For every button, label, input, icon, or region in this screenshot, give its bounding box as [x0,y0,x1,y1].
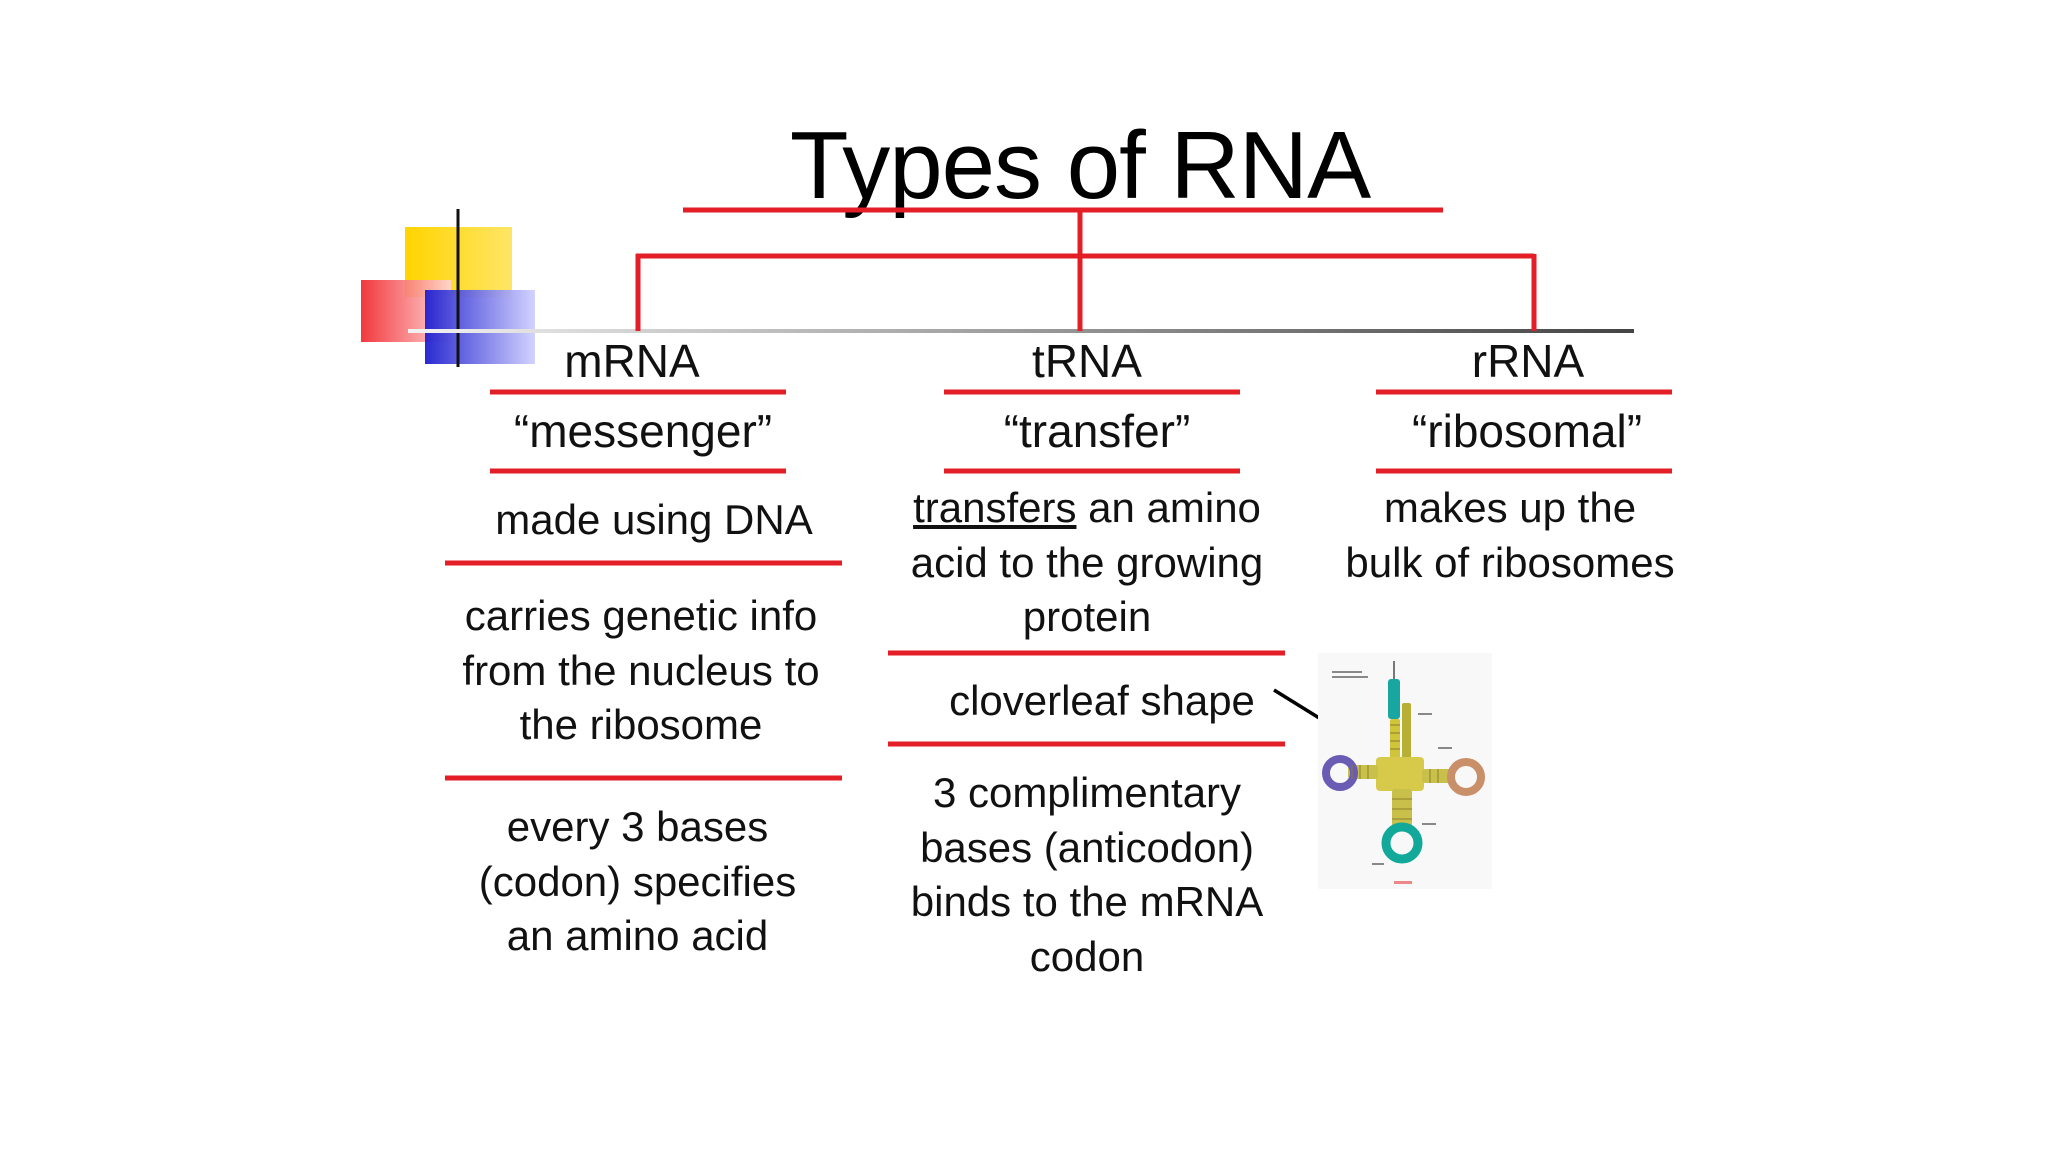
trna-header: tRNA [1032,335,1142,387]
trna-fact-2: cloverleaf shape [949,677,1255,724]
trna-subtitle: “transfer” [1003,405,1191,457]
trna-cloverleaf-figure [1318,653,1492,889]
trna-cloverleaf-diagram-icon [1322,661,1485,884]
rrna-header: rRNA [1471,335,1585,387]
mrna-fact-3: every 3 bases (codon) specifies an amino… [478,803,797,960]
mrna-header: mRNA [564,335,700,387]
page-title: Types of RNA [789,112,1371,219]
gray-baseline [408,329,1634,333]
rrna-subtitle: “ribosomal” [1411,405,1643,457]
trna-fact-3: 3 complimentary bases (anticodon) binds … [910,769,1264,980]
mrna-subtitle: “messenger” [513,405,773,457]
trna-fact-1-rest: an amino acid to the growing protein [910,484,1264,641]
trna-fact-1: transfers an amino acid to the growing p… [877,481,1297,645]
mrna-fact-2: carries genetic info from the nucleus to… [462,592,820,749]
trna-fact-1-underlined-word: transfers [913,484,1077,531]
mrna-fact-1: made using DNA [495,496,813,543]
rrna-fact-1: makes up the bulk of ribosomes [1345,484,1675,586]
